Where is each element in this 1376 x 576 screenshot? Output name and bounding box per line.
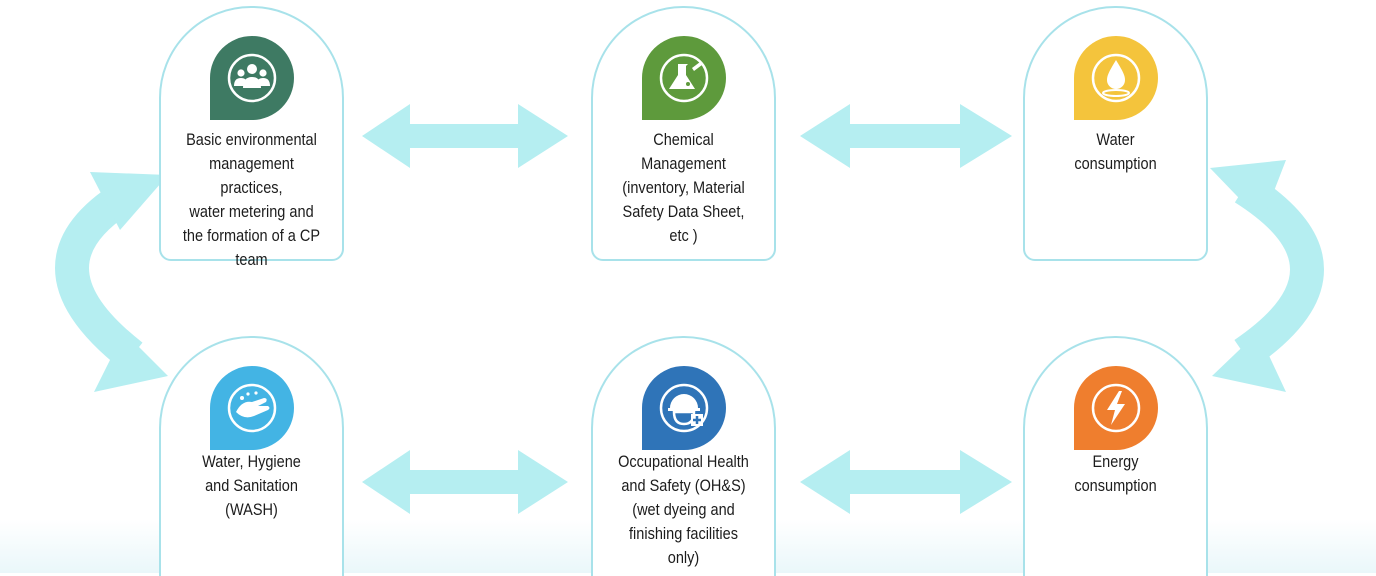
node-label: Chemical Management (inventory, Material… (622, 131, 745, 245)
node-basic-environmental: Basic environmental management practices… (159, 6, 344, 269)
node-label: Water consumption (1074, 131, 1157, 173)
node-water-consumption: Water consumption (1023, 6, 1208, 261)
node-wash: Water, Hygiene and Sanitation (WASH) (159, 336, 344, 576)
node-ohs: Occupational Health and Safety (OH&S) (w… (591, 336, 776, 576)
arrow-water-energy-curve (1234, 173, 1324, 369)
water-drop-icon (1073, 36, 1158, 120)
safety-helmet-icon (641, 366, 726, 450)
arrow-basic-chemical (362, 104, 568, 168)
node-label: Basic environmental management practices… (182, 131, 321, 269)
arrow-head-right-top (1210, 160, 1286, 222)
node-energy-consumption: Energy consumption (1023, 336, 1208, 576)
node-label: Occupational Health and Safety (OH&S) (w… (618, 453, 749, 567)
arrow-chemical-water (800, 104, 1012, 168)
people-group-icon (209, 36, 294, 120)
arrow-head-left-bottom (94, 332, 168, 392)
node-label: Energy consumption (1074, 453, 1157, 495)
node-chemical-management: Chemical Management (inventory, Material… (591, 6, 776, 261)
arrow-basic-wash-curve (55, 177, 143, 370)
lightning-icon (1073, 366, 1158, 450)
arrow-head-right-bottom (1212, 332, 1286, 392)
hand-washing-icon (209, 366, 294, 450)
arrow-wash-ohs (362, 450, 568, 514)
arrow-head-left-top (90, 172, 168, 230)
node-label: Water, Hygiene and Sanitation (WASH) (202, 453, 301, 519)
lab-flask-icon (641, 36, 726, 120)
arrow-ohs-energy (800, 450, 1012, 514)
